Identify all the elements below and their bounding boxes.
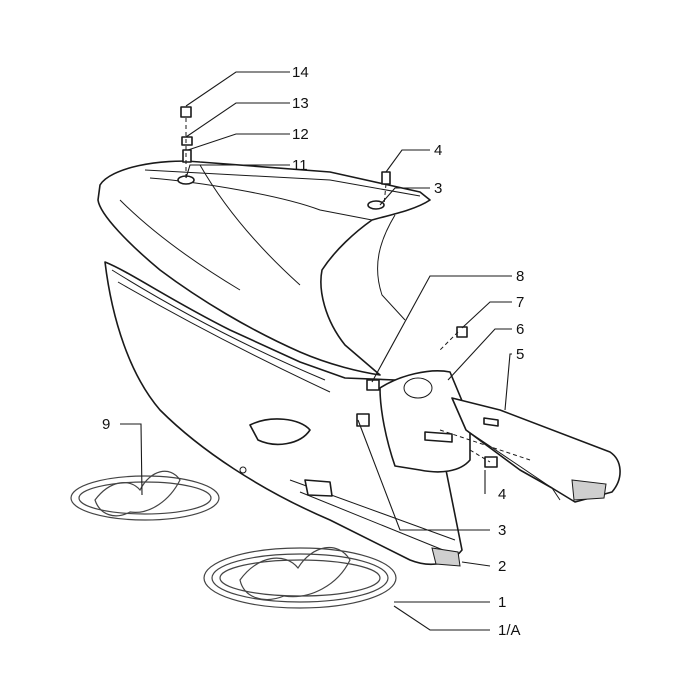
callout-3-bottom: 3 [498,522,506,539]
leader-lines [120,71,512,631]
rear-support [451,397,621,503]
inner-bracket [379,370,471,473]
callout-1: 1 [498,594,506,611]
rear-body-cover [97,160,431,376]
callout-3-top: 3 [434,180,442,197]
callout-2: 2 [498,558,506,575]
logo-decal-9 [70,470,220,521]
callout-12: 12 [292,126,309,143]
fastener-stack [177,106,498,468]
callout-4-top: 4 [434,142,442,159]
assembly-line-5 [469,449,491,463]
callout-9: 9 [102,416,110,433]
callout-8: 8 [516,268,524,285]
callout-1a: 1/A [498,622,521,639]
assembly-line-4 [439,429,531,461]
callout-5: 5 [516,346,524,363]
side-panel [104,261,463,567]
assembly-line-2 [383,183,387,206]
callout-13: 13 [292,95,309,112]
callout-7: 7 [516,294,524,311]
assembly-line-3 [439,331,459,351]
callout-14: 14 [292,64,309,81]
callout-6: 6 [516,321,524,338]
callout-11: 11 [292,157,308,174]
callout-4-bottom: 4 [498,486,506,503]
logo-decal-1 [203,546,397,609]
